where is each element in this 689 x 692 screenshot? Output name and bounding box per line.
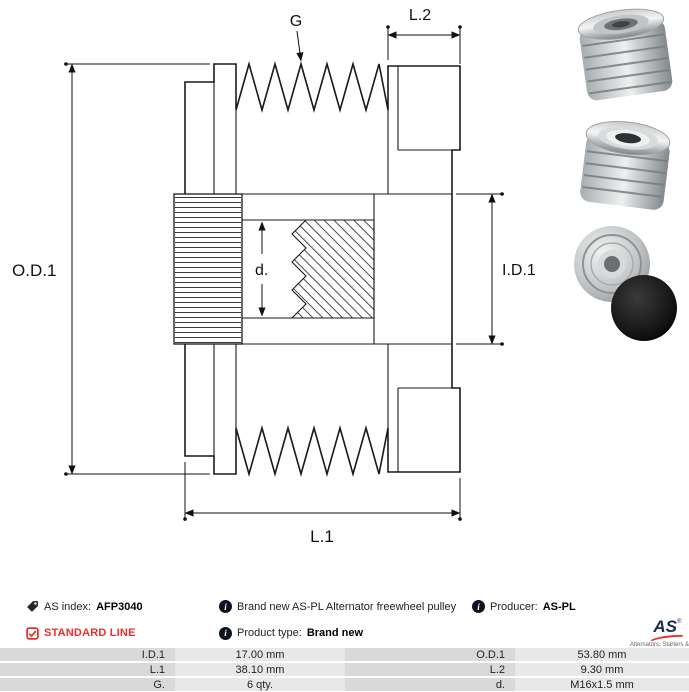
producer-label: Producer:	[490, 600, 538, 613]
brand-logo-cell: AS ® Alternators, Starters & Parts	[468, 618, 689, 648]
info-header-row-2: STANDARD LINE i Product type: Brand new …	[0, 618, 689, 648]
asp-logo-tagline: Alternators, Starters & Parts	[630, 642, 689, 648]
spec-value: 17.00 mm	[175, 648, 345, 661]
description-text: Brand new AS-PL Alternator freewheel pul…	[237, 600, 457, 613]
product-info-panel: AS index: AFP3040 i Brand new AS-PL Alte…	[0, 595, 689, 691]
producer: i Producer: AS-PL	[468, 600, 689, 613]
info-icon: i	[219, 600, 232, 613]
spec-value: 6 qty.	[175, 678, 345, 691]
dim-label-id1: I.D.1	[502, 262, 536, 279]
product-type: i Product type: Brand new	[215, 626, 468, 640]
product-photo-pulley-angled-1	[577, 8, 673, 101]
logo-swoosh	[650, 634, 684, 641]
knurled-sleeve-hatch	[175, 195, 241, 343]
info-icon: i	[219, 626, 232, 640]
check-icon	[26, 626, 39, 640]
asp-logo: AS ® Alternators, Starters & Parts	[630, 618, 689, 648]
as-index-label: AS index:	[44, 600, 92, 613]
spec-label: I.D.1	[0, 648, 175, 661]
asp-logo-text: AS	[653, 617, 677, 636]
rubber-cap	[611, 275, 677, 341]
dim-label-g: G	[290, 13, 302, 30]
product-description: i Brand new AS-PL Alternator freewheel p…	[215, 600, 468, 613]
info-icon: i	[472, 600, 485, 613]
product-type-value: Brand new	[306, 627, 364, 639]
technical-drawing-area: O.D.1 L.2 G d. I.D.1 L.1	[12, 7, 536, 546]
tag-icon	[27, 601, 38, 612]
spec-value: M16x1.5 mm	[515, 678, 689, 691]
reference-dots	[64, 25, 504, 521]
pulley-internal-lines	[213, 66, 452, 472]
producer-value: AS-PL	[542, 600, 576, 613]
dim-label-od1: O.D.1	[12, 261, 56, 280]
product-photo-column	[561, 2, 689, 344]
as-index-value: AFP3040	[96, 600, 143, 613]
spec-label: L.2	[345, 663, 515, 676]
spec-value: 38.10 mm	[175, 663, 345, 676]
dim-label-l2: L.2	[409, 7, 431, 24]
dimension-lines	[64, 25, 504, 521]
product-type-label: Product type:	[237, 627, 302, 639]
product-photo-pulley-angled-2	[580, 121, 671, 210]
as-index: AS index: AFP3040	[0, 600, 215, 613]
product-photo-pulley-front-and-cap	[574, 226, 677, 341]
spec-value: 53.80 mm	[515, 648, 689, 661]
spec-value: 9.30 mm	[515, 663, 689, 676]
spec-label: O.D.1	[345, 648, 515, 661]
standard-line-label: STANDARD LINE	[44, 627, 136, 639]
spec-label: L.1	[0, 663, 175, 676]
dim-label-d: d.	[255, 262, 268, 279]
dim-label-l1: L.1	[310, 527, 334, 546]
pulley-technical-drawing: O.D.1 L.2 G d. I.D.1 L.1	[12, 7, 536, 546]
spec-label: d.	[345, 678, 515, 691]
registered-mark: ®	[676, 619, 682, 625]
spec-label: G.	[0, 678, 175, 691]
standard-line: STANDARD LINE	[0, 626, 215, 640]
pulley-cross-section	[173, 61, 461, 477]
info-header-row-1: AS index: AFP3040 i Brand new AS-PL Alte…	[0, 595, 689, 618]
threaded-bore	[290, 219, 375, 319]
spec-table: I.D.1 17.00 mm O.D.1 53.80 mm L.1 38.10 …	[0, 648, 689, 691]
